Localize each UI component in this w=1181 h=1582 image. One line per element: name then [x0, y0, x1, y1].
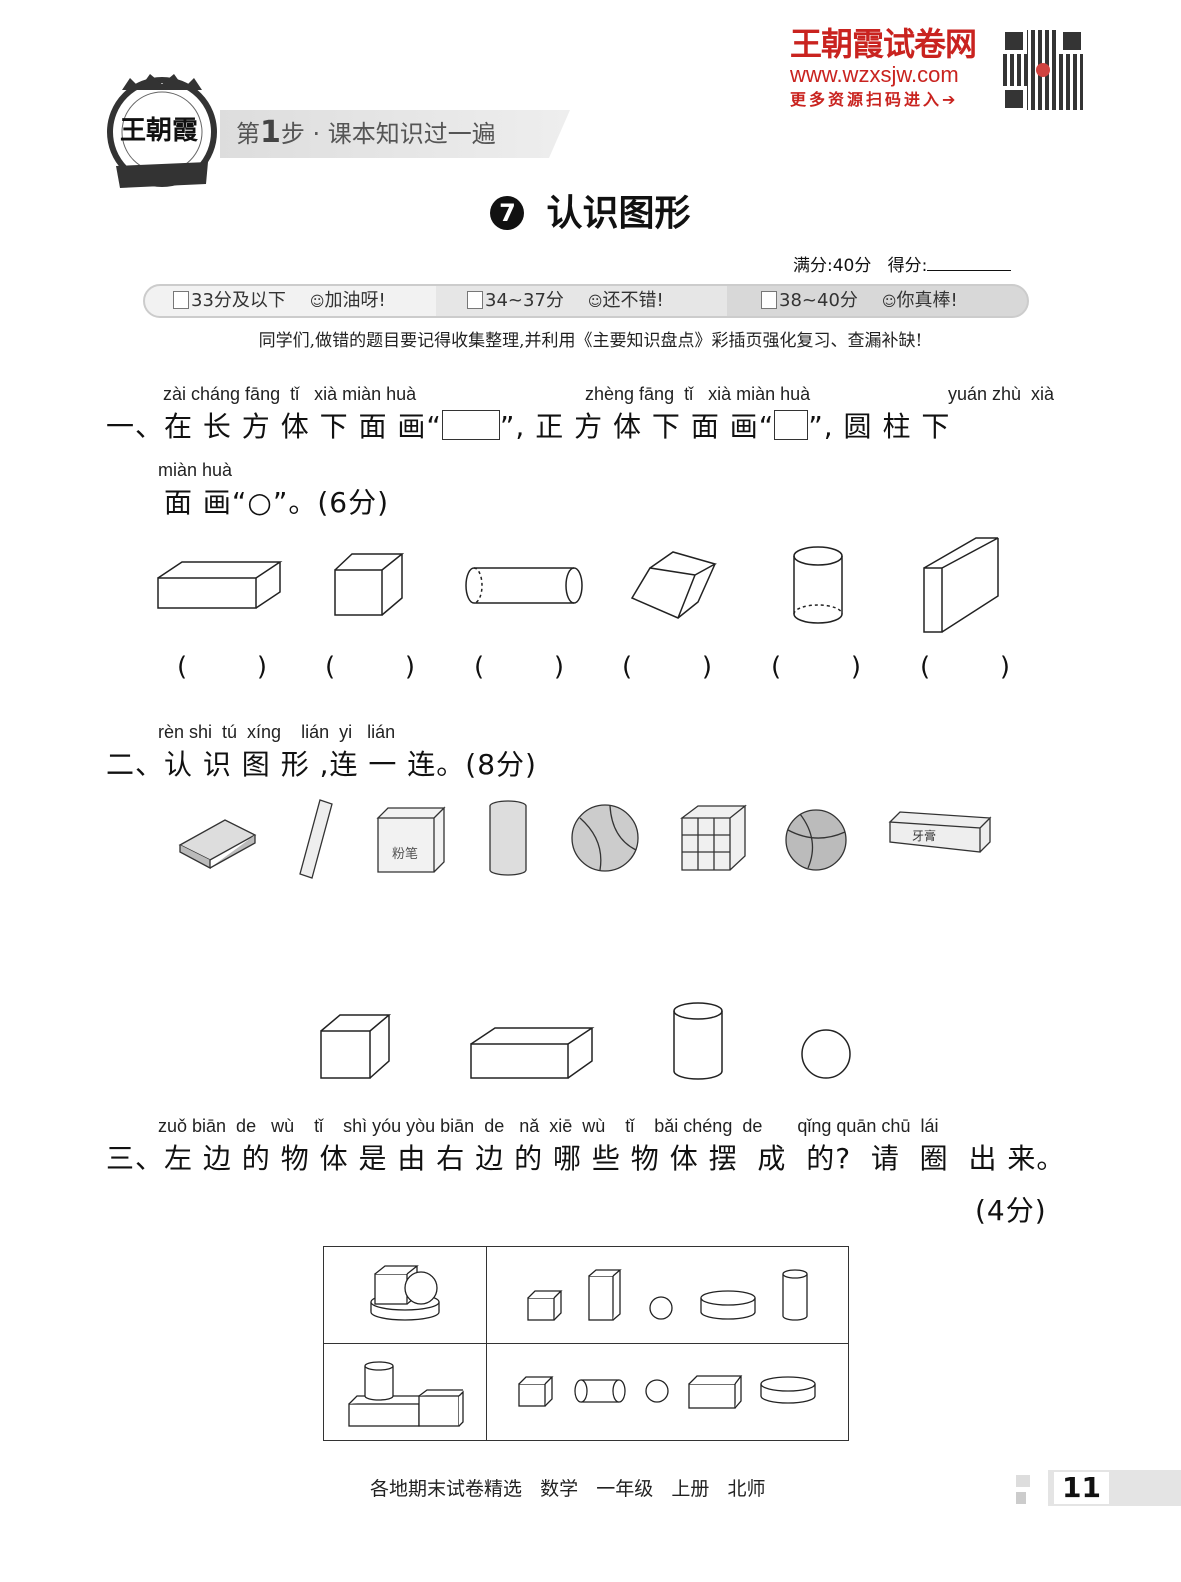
q2-objects: 粉笔 牙膏 — [178, 799, 992, 879]
question-3: 三、左 边 的 物 体 是 由 右 边 的 哪 些 物 体 摆 成 的? 请 圈… — [106, 1142, 1066, 1175]
level-msg: 你真棒! — [896, 289, 958, 311]
cylinder-horizontal-shape-icon — [465, 567, 583, 604]
q3-shapes — [348, 1265, 816, 1427]
q1-text: ”, 正 方 体 下 面 画“ — [499, 410, 775, 443]
full-score: 满分:40分 — [793, 256, 872, 276]
footer-decor — [1016, 1475, 1030, 1487]
toothpaste-label: 牙膏 — [912, 828, 936, 843]
title-text: 认识图形 — [546, 193, 691, 234]
question-1: 一、在 长 方 体 下 面 画“ ”, 正 方 体 下 面 画“ ”, 圆 柱 下 — [106, 410, 950, 444]
cylinder-option-icon — [782, 1269, 808, 1321]
glue-stick-icon — [299, 799, 333, 879]
logo-badge-icon — [107, 74, 217, 188]
rectangle-symbol-icon — [441, 410, 500, 440]
logo: 王朝霞 — [106, 66, 218, 192]
answer-blank[interactable]: () — [622, 652, 712, 682]
toothpaste-box-icon: 牙膏 — [888, 811, 992, 853]
face-icon: ☺ — [309, 293, 325, 310]
composite-cube-ball-cylinder-icon — [370, 1265, 440, 1321]
answer-blank[interactable]: () — [771, 652, 861, 682]
composite-cuboids-cylinder-icon — [348, 1361, 464, 1427]
cube-option-icon — [527, 1290, 563, 1321]
answer-blank[interactable]: () — [474, 652, 564, 682]
step-prefix: 第 — [236, 120, 260, 148]
question-2: 二、认 识 图 形 ,连 一 连。(8分) — [106, 748, 537, 781]
pinyin: rèn shi tú xíng lián yi lián — [158, 722, 396, 742]
page-number: 11 — [1054, 1472, 1109, 1504]
tilted-cube-shape-icon — [630, 551, 717, 619]
thin-cuboid-shape-icon — [923, 537, 999, 633]
lesson-number: 7 — [490, 196, 525, 230]
sphere-option-icon — [645, 1379, 669, 1403]
brand-url[interactable]: www.wzxsjw.com — [790, 62, 959, 87]
basketball-icon — [785, 809, 847, 871]
notice: 同学们,做错的题目要记得收集整理,并利用《主要知识盘点》彩插页强化复习、查漏补缺… — [258, 331, 923, 351]
q1-text: 一、在 长 方 体 下 面 画“ — [106, 410, 442, 443]
cube-shape-icon — [334, 553, 405, 616]
checkbox[interactable] — [761, 291, 777, 309]
chalk-label: 粉笔 — [392, 846, 418, 862]
q1-text: 面 画“○”。(6分) — [164, 486, 390, 519]
cube-option-icon — [518, 1376, 554, 1407]
level-mid: 34~37分 ☺还不错! — [439, 290, 733, 313]
cylinder-shape-icon — [793, 546, 843, 624]
cube-shape-icon — [320, 1014, 392, 1079]
score-label: 得分: — [887, 256, 928, 276]
brand-name: 王朝霞试卷网 — [790, 25, 977, 63]
footer-text: 各地期末试卷精选 数学 一年级 上册 北师 — [370, 1478, 766, 1500]
horizontal-cylinder-option-icon — [574, 1379, 626, 1403]
footer-decor — [1016, 1492, 1026, 1504]
face-icon: ☺ — [587, 293, 603, 310]
level-range: 33分及以下 — [191, 290, 286, 311]
cuboid-option-icon — [588, 1269, 622, 1321]
level-msg: 加油呀! — [324, 289, 386, 311]
page-title: 7 认识图形 — [0, 192, 1181, 236]
can-icon — [489, 800, 527, 876]
volleyball-icon — [571, 804, 639, 872]
step-banner: 第1步 · 课本知识过一遍 — [220, 110, 570, 158]
eraser-icon — [178, 819, 257, 870]
rubiks-cube-icon — [680, 804, 747, 871]
answer-blank[interactable]: () — [177, 652, 267, 682]
checkbox[interactable] — [467, 291, 483, 309]
level-high: 38~40分 ☺你真棒! — [733, 290, 1027, 313]
step-number: 1 — [260, 115, 281, 150]
cylinder-shape-icon — [673, 1002, 723, 1080]
chalk-box-icon: 粉笔 — [376, 806, 446, 873]
q1-shapes — [157, 537, 999, 633]
logo-text: 王朝霞 — [120, 116, 199, 146]
answer-blank[interactable]: () — [920, 652, 1010, 682]
square-symbol-icon — [774, 410, 809, 440]
flat-cylinder-option-icon — [700, 1290, 756, 1320]
level-msg: 还不错! — [602, 289, 664, 311]
pinyin: zuǒ biān de wù tǐ shì yóu yòu biān de nǎ… — [158, 1116, 939, 1136]
sphere-shape-icon — [801, 1029, 851, 1079]
pinyin: miàn huà — [158, 460, 233, 480]
brand-cta: 更多资源扫码进入➔ — [790, 90, 959, 109]
pinyin: zài cháng fāng tǐ xià miàn huà — [163, 384, 417, 404]
composite-object-1 — [323, 1246, 487, 1344]
score-level-bar: 33分及以下☺加油呀! 34~37分☺还不错! 38~40分☺你真棒! — [143, 284, 1029, 318]
cuboid-shape-icon — [470, 1027, 595, 1079]
q2-shapes — [320, 1002, 851, 1080]
q1-text: ”, 圆 柱 下 — [808, 410, 951, 443]
checkbox[interactable] — [173, 291, 189, 309]
cuboid-option-icon — [688, 1375, 743, 1409]
score-line: 满分:40分 得分: — [793, 253, 1012, 277]
sphere-option-icon — [649, 1296, 673, 1320]
cuboid-shape-icon — [157, 561, 283, 609]
page-number-box: 11 — [1048, 1470, 1181, 1506]
level-range: 34~37分 — [485, 290, 564, 311]
score-blank[interactable] — [927, 253, 1012, 271]
pinyin: zhèng fāng tǐ xià miàn huà — [585, 384, 811, 404]
flat-cylinder-option-icon — [760, 1376, 816, 1404]
pinyin: yuán zhù xià — [948, 384, 1055, 404]
step-label: 步 · 课本知识过一遍 — [280, 120, 496, 148]
answer-blank[interactable]: () — [325, 652, 415, 682]
level-low: 33分及以下 ☺加油呀! — [145, 290, 439, 313]
q3-points: (4分) — [975, 1194, 1047, 1227]
qr-code-icon[interactable] — [1001, 28, 1085, 112]
face-icon: ☺ — [881, 293, 897, 310]
level-range: 38~40分 — [779, 290, 858, 311]
